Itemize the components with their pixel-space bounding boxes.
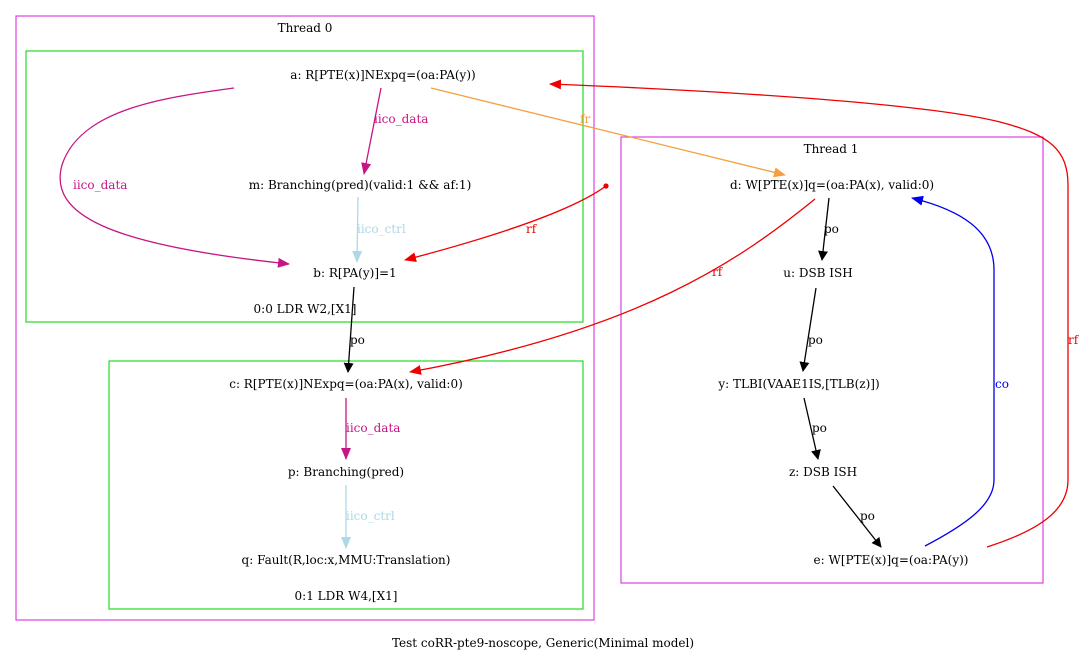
edge-e-a-label: rf [1068, 333, 1080, 347]
diagram-caption: Test coRR-pte9-noscope, Generic(Minimal … [392, 636, 694, 650]
edge-m-b-iico-ctrl [352, 196, 363, 263]
edge-y-z-po [803, 397, 821, 460]
edge-c-p-label: iico_data [346, 421, 400, 435]
node-u: u: DSB ISH [783, 266, 853, 280]
instr-0-1-label: 0:1 LDR W4,[X1] [295, 589, 398, 603]
node-e: e: W[PTE(x)]q=(oa:PA(y)) [814, 553, 969, 567]
edge-z-e-po [832, 485, 882, 548]
thread-1-box [620, 136, 1044, 584]
edge-a-d-fr [430, 87, 786, 178]
edge-a-b-label: iico_data [73, 178, 127, 192]
node-d: d: W[PTE(x)]q=(oa:PA(x), valid:0) [730, 178, 934, 192]
thread-0-title: Thread 0 [278, 21, 333, 35]
edge-d-u-po [818, 197, 830, 261]
edge-a-m-label: iico_data [374, 112, 428, 126]
edge-d-c-rf [409, 198, 816, 375]
edge-d-c-label: rf [712, 265, 724, 279]
edge-u-y-po [799, 287, 817, 372]
node-q: q: Fault(R,loc:x,MMU:Translation) [242, 553, 451, 567]
edge-d-u-label: po [824, 222, 839, 236]
edge-a-d-label: fr [580, 112, 590, 126]
edge-e-d-label: co [995, 377, 1009, 391]
edge-y-z-label: po [812, 421, 827, 435]
edge-init-b-rf [404, 185, 607, 263]
thread-1-title: Thread 1 [804, 142, 859, 156]
edge-e-d-co [911, 195, 995, 547]
node-y: y: TLBI(VAAE1IS,[TLB(z)]) [717, 377, 879, 391]
node-c: c: R[PTE(x)]NExpq=(oa:PA(x), valid:0) [229, 377, 463, 391]
edge-m-b-label: iico_ctrl [357, 222, 406, 236]
node-b: b: R[PA(y)]=1 [313, 266, 396, 280]
node-a: a: R[PTE(x)]NExpq=(oa:PA(y)) [290, 68, 475, 82]
edge-u-y-label: po [808, 333, 823, 347]
thread-0-box [15, 15, 595, 621]
node-m: m: Branching(pred)(valid:1 && af:1) [249, 178, 472, 192]
instr-0-1-box [108, 360, 584, 610]
node-z: z: DSB ISH [789, 465, 857, 479]
instr-0-0-label: 0:0 LDR W2,[X1] [254, 302, 357, 316]
edge-b-c-label: po [350, 333, 365, 347]
edge-init-b-label: rf [526, 222, 538, 236]
edge-p-q-label: iico_ctrl [346, 509, 395, 523]
edge-z-e-label: po [860, 509, 875, 523]
edge-a-m-iico-data [361, 87, 382, 175]
node-p: p: Branching(pred) [288, 465, 404, 479]
edge-e-a-rf [549, 79, 1069, 548]
instr-0-0-box [25, 50, 584, 323]
edge-b-c-po [343, 286, 355, 373]
edge-a-b-iico-data [59, 87, 290, 268]
